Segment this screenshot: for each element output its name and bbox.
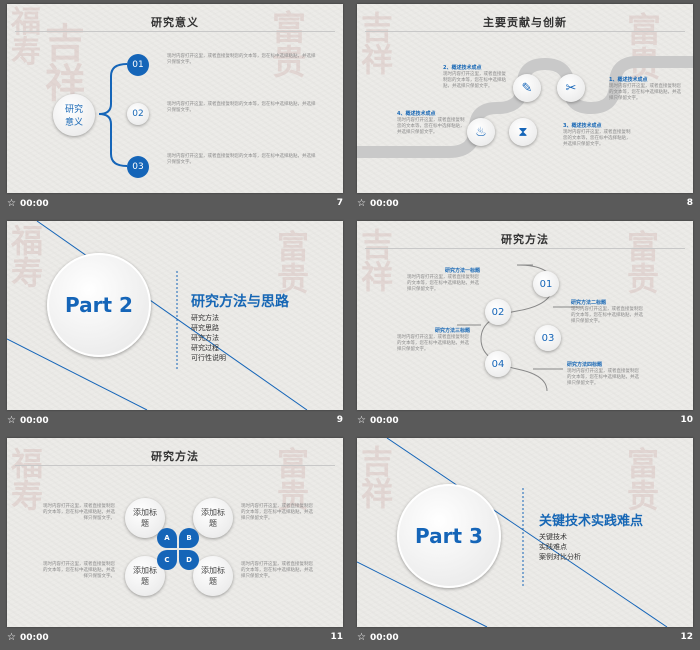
step-03-circle: 03	[535, 325, 561, 351]
method-4-title: 研究方法四标题	[567, 362, 603, 368]
point-3-text: 现时内容打开这里，或者直接复制您的文本等，您在标中选择粘贴，并选择只保留文字。	[563, 130, 631, 147]
diagonal-lines	[357, 438, 668, 627]
method-2-text: 现时内容打开这里，或者直接复制您的文本等，您在标中选择粘贴，并选择只保留文字。	[571, 307, 643, 324]
section-list: 研究方法 研究思路 研究方法 研究过程 可行性说明	[191, 313, 226, 363]
method-3-text: 现时内容打开这里，或者直接复制您的文本等，您在标中选择粘贴，并选择只保留文字。	[397, 335, 469, 352]
time-label: 00:00	[19, 199, 49, 209]
bracket-lines	[98, 63, 128, 167]
slide-12[interactable]: 吉祥 富贵 Part 3 关键技术实践难点 关键技术 实践难点 案例对比分析	[357, 438, 693, 627]
slide-title: 研究意义	[151, 16, 199, 29]
item-03-circle: 03	[127, 156, 149, 178]
clock-icon: ☆	[7, 415, 16, 426]
section-heading: 关键技术实践难点	[539, 514, 644, 529]
slide-title: 研究方法	[501, 233, 549, 246]
part-label: Part 2	[65, 293, 133, 317]
method-3-title: 研究方法三标题	[435, 328, 471, 334]
page-number: 9	[336, 415, 343, 425]
section-heading: 研究方法与思路	[191, 294, 289, 310]
method-1-title: 研究方法一标题	[445, 268, 481, 274]
item-03-text: 现时内容打开这里，或者直接复制您的文本等，您在标中选择粘贴，并选择只保留文字。	[167, 154, 316, 165]
time-label: 00:00	[369, 199, 399, 209]
step-04-circle: 04	[485, 351, 511, 377]
point-2-text: 现时内容打开这里，或者直接复制您的文本等，您在标中选择粘贴，并选择只保留文字。	[443, 72, 506, 89]
point-4-title: 4、概述技术成点	[397, 111, 436, 117]
slide-11-meta: ☆00:00 11	[7, 632, 343, 650]
bubble-b: 添加标题	[193, 498, 233, 538]
clock-icon: ☆	[357, 198, 366, 209]
text-a: 现时内容打开这里，或者直接复制您的文本等，您在标中选择粘贴，并选择只保留文字。	[43, 504, 115, 521]
item-02-text: 现时内容打开这里，或者直接复制您的文本等，您在标中选择粘贴，并选择只保留文字。	[167, 102, 316, 113]
clock-icon: ☆	[357, 632, 366, 643]
time-label: 00:00	[19, 633, 49, 643]
list-item: 研究方法	[191, 314, 219, 322]
method-1-text: 现时内容打开这里，或者直接复制您的文本等，您在标中选择粘贴，并选择只保留文字。	[407, 275, 479, 292]
hourglass-icon: ⧗	[509, 118, 537, 146]
diagonal-lines	[7, 221, 308, 410]
title-divider	[365, 248, 685, 249]
point-2-title: 2、概述技术成点	[443, 65, 482, 71]
slide-title: 研究方法	[151, 450, 199, 463]
point-3-title: 3、概述技术成点	[563, 123, 602, 129]
list-item: 研究方法	[191, 334, 219, 342]
step-01-circle: 01	[533, 271, 559, 297]
petal-d: D	[179, 550, 199, 570]
slide-10[interactable]: 吉祥 富贵 研究方法 01 02 03 04 研究方法一标题 现时内容打开这里，…	[357, 221, 693, 410]
slide-8-meta: ☆00:00 8	[357, 198, 693, 216]
slide-title: 主要贡献与创新	[483, 16, 567, 29]
list-item: 研究思路	[191, 324, 219, 332]
bulb-icon: ♨	[467, 118, 495, 146]
page-number: 12	[680, 632, 693, 642]
item-01-circle: 01	[127, 54, 149, 76]
clock-icon: ☆	[7, 198, 16, 209]
petal-b: B	[179, 528, 199, 548]
text-d: 现时内容打开这里，或者直接复制您的文本等，您在标中选择粘贴，并选择只保留文字。	[241, 562, 313, 579]
petal-c: C	[157, 550, 177, 570]
part-circle: Part 2	[47, 253, 151, 357]
item-01-text: 现时内容打开这里，或者直接复制您的文本等，您在标中选择粘贴，并选择只保留文字。	[167, 54, 316, 65]
list-item: 关键技术	[539, 533, 567, 541]
center-circle: 研究 意义	[53, 94, 95, 136]
list-item: 案例对比分析	[539, 553, 581, 561]
step-02-circle: 02	[485, 299, 511, 325]
clock-icon: ☆	[357, 415, 366, 426]
title-divider	[15, 465, 335, 466]
point-4-text: 现时内容打开这里，或者直接复制您的文本等，您在标中选择粘贴，并选择只保留文字。	[397, 118, 465, 135]
tools-icon: ✂	[557, 74, 585, 102]
time-label: 00:00	[369, 633, 399, 643]
list-item: 实践难点	[539, 543, 567, 551]
slide-8[interactable]: 吉祥 富贵 主要贡献与创新 ✎ ✂ ♨ ⧗ 1、概述技术成点 现时内容打开这里，…	[357, 4, 693, 193]
text-c: 现时内容打开这里，或者直接复制您的文本等，您在标中选择粘贴，并选择只保留文字。	[43, 562, 115, 579]
slide-11[interactable]: 福寿 富贵 研究方法 添加标题 添加标题 添加标题 添加标题 A B C D 现…	[7, 438, 343, 627]
point-1-title: 1、概述技术成点	[609, 77, 648, 83]
method-4-text: 现时内容打开这里，或者直接复制您的文本等，您在标中选择粘贴，并选择只保留文字。	[567, 369, 639, 386]
section-list: 关键技术 实践难点 案例对比分析	[539, 532, 581, 562]
part-label: Part 3	[415, 524, 483, 548]
page-number: 11	[330, 632, 343, 642]
method-2-title: 研究方法二标题	[571, 300, 607, 306]
slide-9-meta: ☆00:00 9	[7, 415, 343, 433]
list-item: 研究过程	[191, 344, 219, 352]
page-number: 10	[680, 415, 693, 425]
slide-10-meta: ☆00:00 10	[357, 415, 693, 433]
list-item: 可行性说明	[191, 354, 226, 362]
pen-icon: ✎	[513, 74, 541, 102]
slide-9[interactable]: 福寿 富贵 Part 2 研究方法与思路 研究方法 研究思路 研究方法 研究过程…	[7, 221, 343, 410]
clock-icon: ☆	[7, 632, 16, 643]
slide-7-meta: ☆00:00 7	[7, 198, 343, 216]
time-label: 00:00	[369, 416, 399, 426]
page-number: 7	[336, 198, 343, 208]
title-divider	[15, 31, 335, 32]
page-number: 8	[686, 198, 693, 208]
title-divider	[365, 31, 685, 32]
petal-a: A	[157, 528, 177, 548]
time-label: 00:00	[19, 416, 49, 426]
bubble-d: 添加标题	[193, 556, 233, 596]
item-02-circle: 02	[127, 103, 149, 125]
part-circle: Part 3	[397, 484, 501, 588]
text-b: 现时内容打开这里，或者直接复制您的文本等，您在标中选择粘贴，并选择只保留文字。	[241, 504, 313, 521]
slide-7[interactable]: 福寿 吉祥 富贵 研究意义 研究 意义 01 02 03 现时内容打开这里，或者…	[7, 4, 343, 193]
slide-12-meta: ☆00:00 12	[357, 632, 693, 650]
point-1-text: 现时内容打开这里，或者直接复制您的文本等，您在标中选择粘贴，并选择只保留文字。	[609, 84, 681, 101]
